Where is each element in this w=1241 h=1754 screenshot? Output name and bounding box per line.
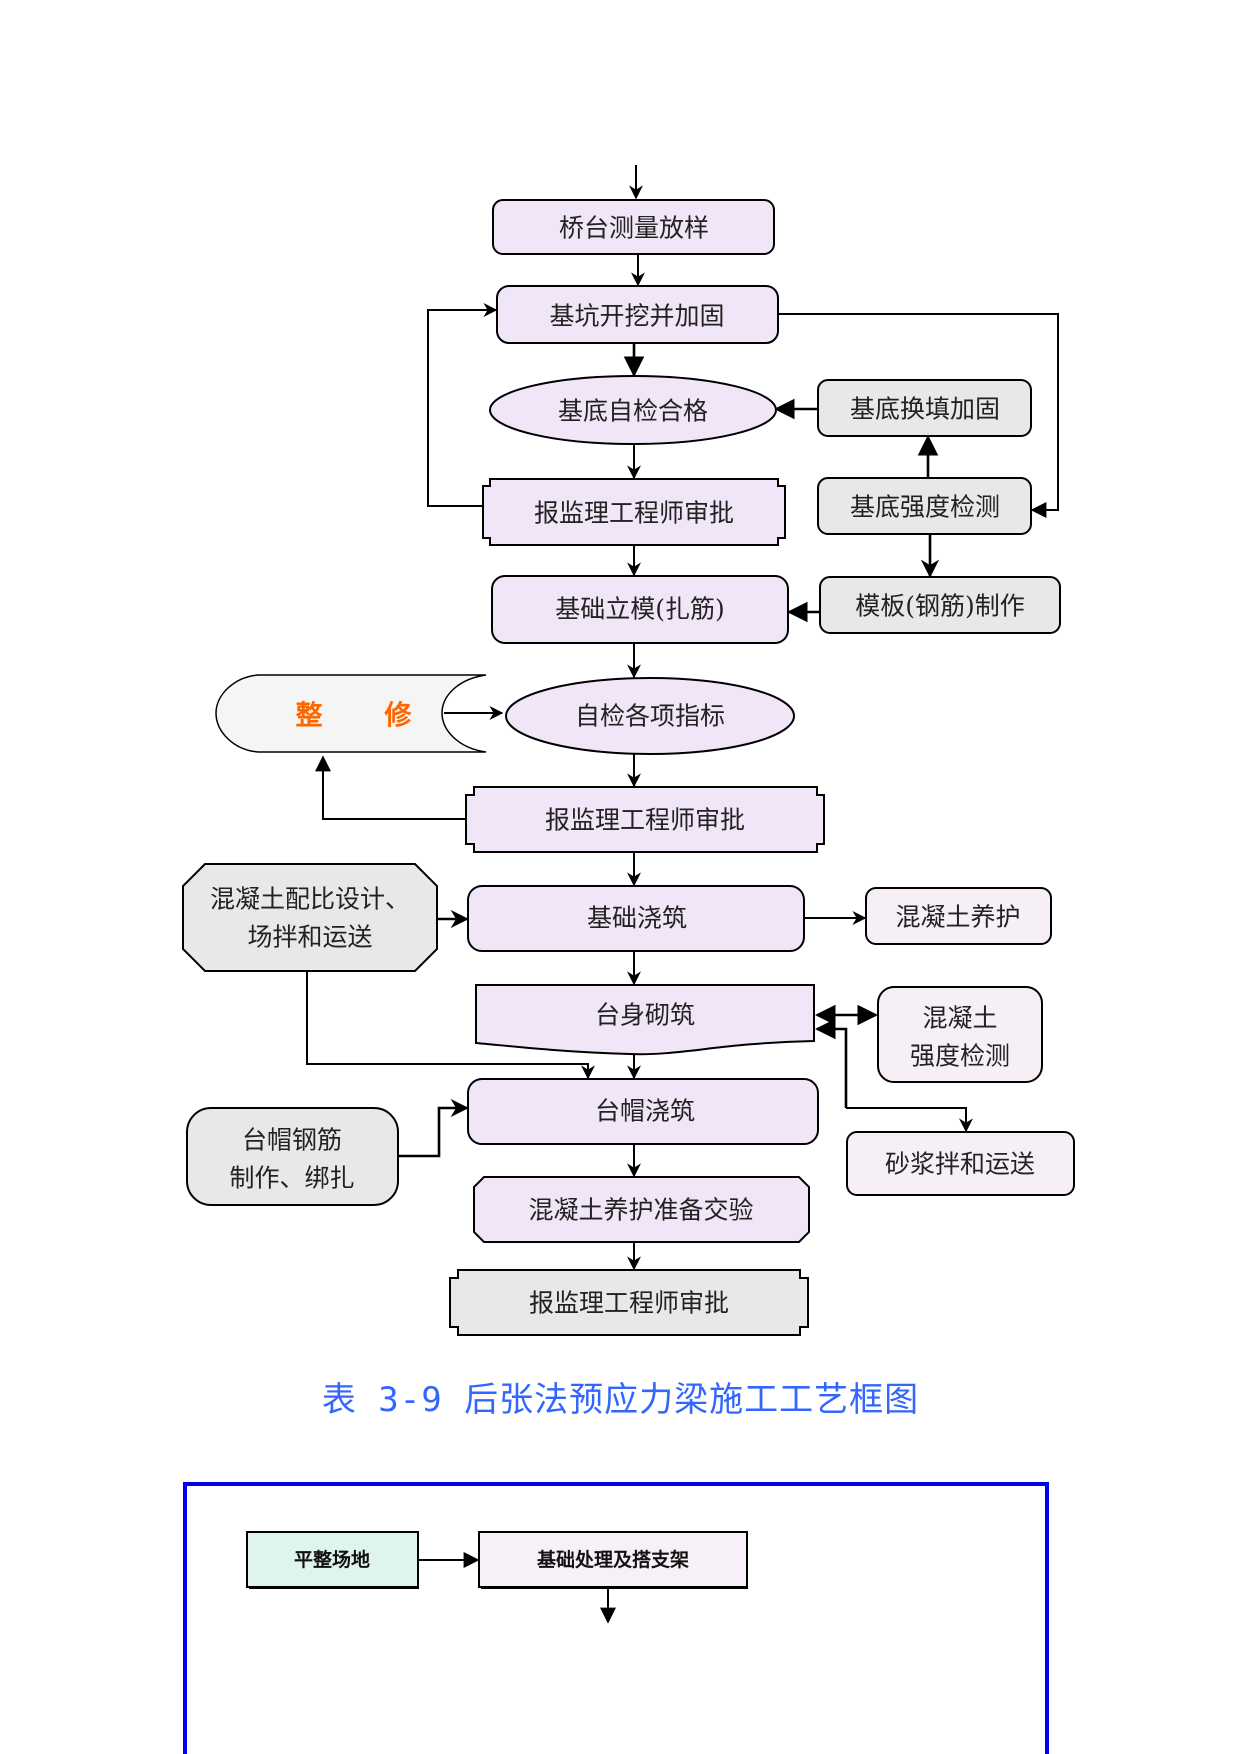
node-approval-1-label: 报监理工程师审批 bbox=[534, 499, 734, 528]
node-cap-pour[interactable]: 台帽浇筑 bbox=[467, 1078, 819, 1145]
node-formwork-make-label: 模板(钢筋)制作 bbox=[855, 592, 1025, 621]
node-selfcheck-items[interactable]: 自检各项指标 bbox=[505, 677, 795, 755]
node-formwork-make[interactable]: 模板(钢筋)制作 bbox=[819, 576, 1061, 634]
node-selfcheck-items-label: 自检各项指标 bbox=[575, 702, 725, 731]
node-site-leveling[interactable]: 平整场地 bbox=[246, 1531, 419, 1589]
node-mix-design[interactable]: 混凝土配比设计、 场拌和运送 bbox=[182, 863, 438, 972]
node-mortar[interactable]: 砂浆拌和运送 bbox=[846, 1131, 1075, 1196]
arrow-rebar-to-cap bbox=[398, 1098, 469, 1158]
node-cap-rebar[interactable]: 台帽钢筋 制作、绑扎 bbox=[186, 1107, 399, 1206]
node-excavation[interactable]: 基坑开挖并加固 bbox=[496, 285, 779, 344]
node-approval-3[interactable]: 报监理工程师审批 bbox=[449, 1269, 809, 1336]
arrow-mix-to-cap bbox=[306, 971, 595, 1080]
node-formwork[interactable]: 基础立模(扎筋) bbox=[491, 575, 789, 644]
node-rework-char-2: 修 bbox=[384, 701, 413, 732]
node-formwork-label: 基础立模(扎筋) bbox=[555, 595, 725, 624]
node-foundation-pour-label: 基础浇筑 bbox=[587, 904, 687, 933]
node-curing-label: 混凝土养护 bbox=[895, 903, 1020, 932]
node-approval-2-label: 报监理工程师审批 bbox=[545, 806, 745, 835]
node-curing[interactable]: 混凝土养护 bbox=[865, 887, 1052, 945]
arrow-approval-to-rework bbox=[315, 755, 466, 820]
node-base-selfcheck-label: 基底自检合格 bbox=[558, 397, 708, 426]
node-cap-pour-label: 台帽浇筑 bbox=[595, 1097, 695, 1126]
arrow-mortar-to-masonry bbox=[814, 1018, 848, 1108]
node-base-strength-label: 基底强度检测 bbox=[850, 493, 1000, 522]
node-mix-design-line-1: 混凝土配比设计、 bbox=[210, 885, 410, 914]
node-excavation-label: 基坑开挖并加固 bbox=[549, 302, 724, 331]
node-abutment-masonry[interactable]: 台身砌筑 bbox=[475, 984, 815, 1056]
node-approval-2[interactable]: 报监理工程师审批 bbox=[465, 786, 825, 853]
node-strength-test[interactable]: 混凝土 强度检测 bbox=[877, 986, 1043, 1083]
node-base-replace[interactable]: 基底换填加固 bbox=[817, 379, 1032, 437]
node-survey-label: 桥台测量放样 bbox=[559, 214, 709, 243]
node-curing-handover[interactable]: 混凝土养护准备交验 bbox=[473, 1176, 810, 1243]
node-rework-char-1: 整 bbox=[296, 701, 323, 732]
node-abutment-masonry-label: 台身砌筑 bbox=[595, 1001, 695, 1030]
node-strength-test-line-2: 强度检测 bbox=[910, 1042, 1010, 1071]
loop-approval-to-excavation bbox=[427, 303, 498, 507]
node-base-replace-label: 基底换填加固 bbox=[850, 395, 1000, 424]
node-survey[interactable]: 桥台测量放样 bbox=[492, 199, 775, 255]
node-foundation-pour[interactable]: 基础浇筑 bbox=[467, 885, 805, 952]
node-strength-test-line-1: 混凝土 bbox=[922, 1004, 997, 1033]
arrow-to-mortar bbox=[846, 1107, 973, 1133]
connectors bbox=[306, 165, 1059, 1271]
node-cap-rebar-line-2: 制作、绑扎 bbox=[229, 1164, 354, 1193]
node-approval-1[interactable]: 报监理工程师审批 bbox=[482, 478, 786, 546]
node-foundation-support[interactable]: 基础处理及搭支架 bbox=[478, 1531, 748, 1589]
node-approval-3-label: 报监理工程师审批 bbox=[529, 1289, 729, 1318]
bottom-diagram-frame bbox=[183, 1482, 1049, 1754]
node-base-selfcheck[interactable]: 基底自检合格 bbox=[489, 375, 777, 445]
node-cap-rebar-line-1: 台帽钢筋 bbox=[242, 1126, 342, 1155]
node-site-leveling-label: 平整场地 bbox=[294, 1548, 370, 1571]
node-mortar-label: 砂浆拌和运送 bbox=[885, 1150, 1035, 1179]
loop-excavation-to-strength bbox=[778, 313, 1059, 518]
figure-caption: 表 3-9 后张法预应力梁施工工艺框图 bbox=[321, 1380, 920, 1420]
node-rework[interactable]: 整 修 bbox=[215, 674, 487, 753]
node-mix-design-line-2: 场拌和运送 bbox=[247, 923, 372, 952]
node-curing-handover-label: 混凝土养护准备交验 bbox=[528, 1196, 753, 1225]
node-foundation-support-label: 基础处理及搭支架 bbox=[536, 1548, 689, 1571]
node-base-strength[interactable]: 基底强度检测 bbox=[817, 477, 1032, 535]
